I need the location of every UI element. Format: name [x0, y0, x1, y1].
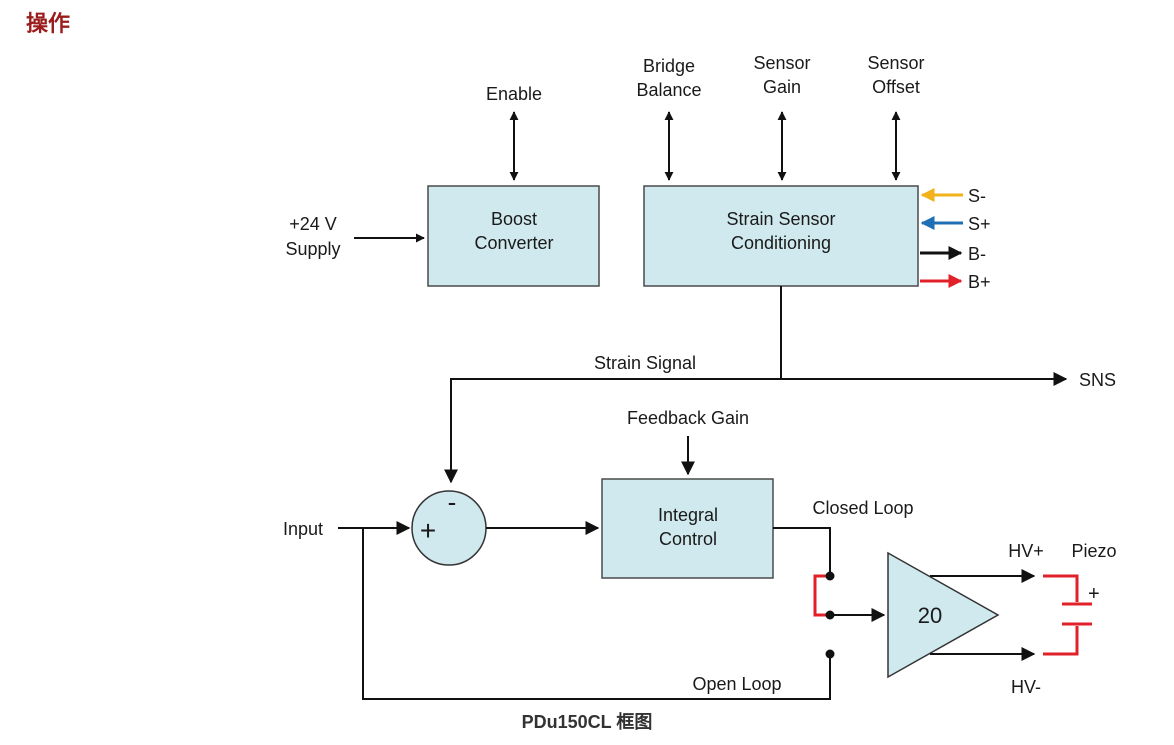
strain-signal-label: Strain Signal [594, 353, 696, 373]
s-plus-label: S+ [968, 214, 991, 234]
open-loop-terminal [825, 649, 835, 659]
bridge-balance-label-line1: Bridge [643, 56, 695, 76]
boost-converter-label-line2: Converter [474, 233, 553, 253]
integral-control-label-line1: Integral [658, 505, 718, 525]
sensor-offset-label-line1: Sensor [867, 53, 924, 73]
open-loop-label: Open Loop [692, 674, 781, 694]
sensor-gain-label-line1: Sensor [753, 53, 810, 73]
summer-plus-sign: + [420, 515, 436, 546]
bridge-balance-label-line2: Balance [636, 80, 701, 100]
summer-minus-sign: - [448, 487, 457, 517]
figure-caption: PDu150CL 框图 [521, 712, 653, 732]
supply-label-line2: Supply [285, 239, 340, 259]
sensor-gain-label-line2: Gain [763, 77, 801, 97]
closed-loop-label: Closed Loop [812, 498, 913, 518]
feedback-gain-label: Feedback Gain [627, 408, 749, 428]
piezo-label: Piezo [1071, 541, 1116, 561]
piezo-upper-lead [1043, 574, 1079, 602]
loop-selector-jumper [813, 574, 830, 617]
hv-plus-label: HV+ [1008, 541, 1044, 561]
boost-converter-block [427, 185, 600, 287]
section-heading: 操作 [26, 12, 71, 37]
amplifier-triangle [887, 551, 1000, 679]
b-minus-label: B- [968, 244, 986, 264]
piezo-polarity-sign: + [1088, 583, 1100, 605]
strain-conditioning-label-line1: Strain Sensor [726, 209, 835, 229]
closed-loop-terminal [825, 571, 835, 581]
strain-conditioning-label-line2: Conditioning [731, 233, 831, 253]
boost-converter-label-line1: Boost [491, 209, 537, 229]
open-loop-wire [362, 528, 831, 700]
supply-label-line1: +24 V [289, 214, 337, 234]
b-plus-label: B+ [968, 272, 991, 292]
piezo-lower-lead [1043, 626, 1079, 656]
sensor-offset-label-line2: Offset [872, 77, 920, 97]
integral-control-block [601, 478, 774, 579]
s-minus-label: S- [968, 186, 986, 206]
hv-minus-label: HV- [1011, 677, 1041, 697]
strain-feedback-wire [444, 378, 781, 484]
input-label: Input [283, 519, 323, 539]
enable-label: Enable [486, 84, 542, 104]
sns-label: SNS [1079, 370, 1116, 390]
strain-conditioning-block [643, 185, 919, 287]
integral-control-label-line2: Control [659, 529, 717, 549]
closed-loop-wire [773, 527, 831, 576]
amplifier-gain-label: 20 [918, 603, 942, 628]
